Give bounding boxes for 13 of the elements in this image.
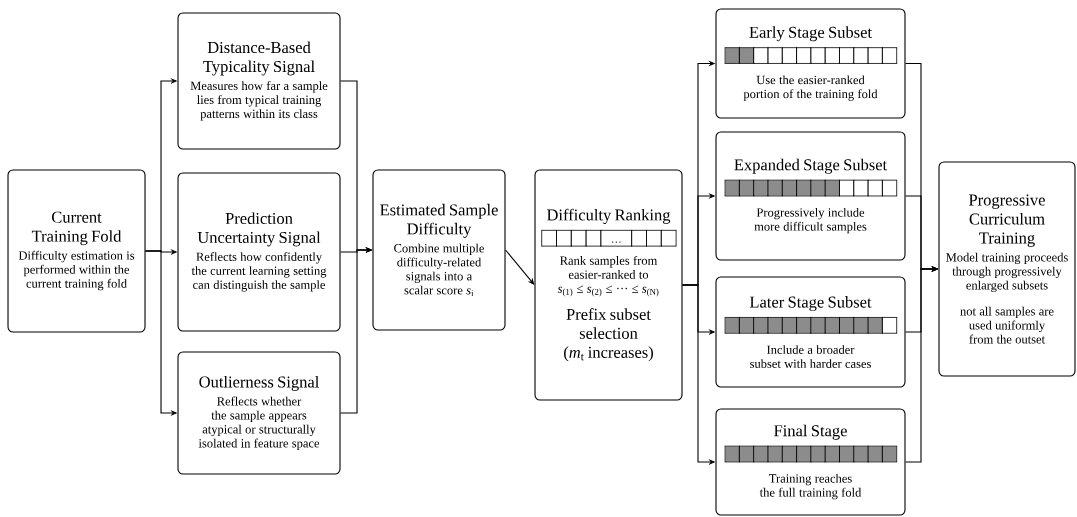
process-box: Current Training Fold Difficulty estimation is performed within the current training fold	[7, 169, 146, 333]
process-box: Estimated Sample Difficulty Combine multiple difficulty-related signals into a scalar score s$_{i}$	[372, 169, 506, 331]
process-box: Difficulty Ranking ··· Rank samples from easier-ranked to s$_{(1)}$ ≤ s$_{(2)}$ ≤ ··· ≤ s$_{(N)}$ Prefix subset selection (m$_{t}$ increases)	[534, 169, 683, 401]
process-box: Final Stage Training reaches the full training fold	[715, 408, 906, 516]
arrow	[505, 249, 535, 285]
process-box: Early Stage Subset Use the easier-ranked portion of the training fold	[715, 8, 906, 119]
ranking-strip-drawing: ···	[540, 229, 677, 247]
process-box: Expanded Stage Subset Progressively include more difficult samples	[715, 131, 906, 261]
process-box: Progressive Curriculum Training Model training proceeds through progressively enlarged subsets not all samples are used uniformly from the outset	[938, 161, 1076, 377]
process-box: Prediction Uncertainty Signal Reflects how confidently the current learning setting can distinguish the sample	[177, 172, 341, 332]
process-box: Outlierness Signal Reflects whether the sample appears atypical or structurally isolated in feature space	[177, 351, 341, 475]
process-box: Distance-Based Typicality Signal Measures how far a sample lies from typical training patterns within its class	[177, 12, 341, 150]
process-box: Later Stage Subset Include a broader subset with harder cases	[715, 276, 906, 388]
